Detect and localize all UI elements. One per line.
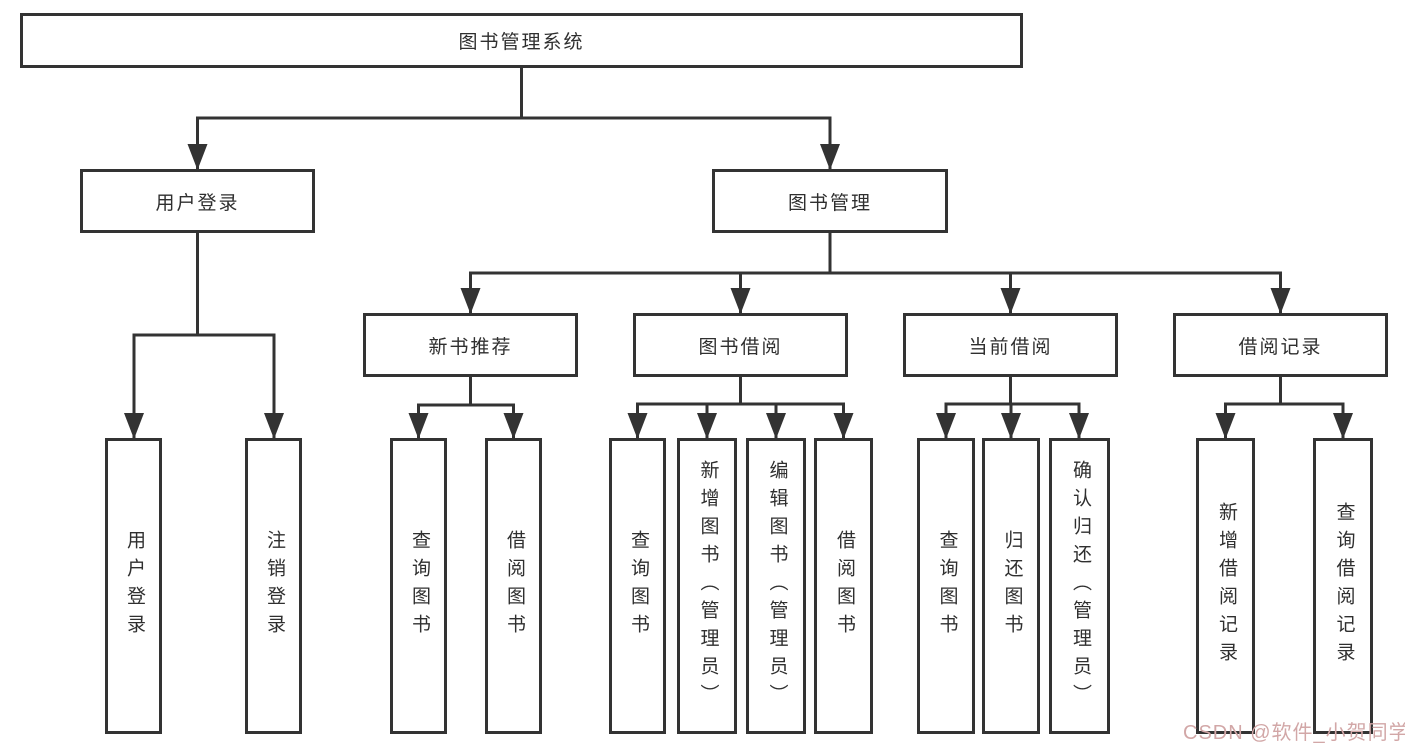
leaf-borrow-books: 借阅图书 (814, 438, 873, 734)
leaf-label: 借阅图书 (833, 530, 855, 642)
csdn-watermark: CSDN @软件_小贺同学 (1183, 722, 1405, 744)
leaf-label: 查询图书 (627, 530, 649, 642)
leaf-edit-book-admin: 编辑图书（管理员） (746, 438, 806, 734)
leaf-label: 注销登录 (263, 530, 285, 642)
leaf-label: 新增图书（管理员） (697, 460, 719, 712)
leaf-label: 编辑图书（管理员） (766, 460, 788, 712)
node-new-book-recommend: 新书推荐 (363, 313, 578, 377)
leaf-add-borrow-record: 新增借阅记录 (1196, 438, 1255, 734)
node-book-borrow: 图书借阅 (633, 313, 848, 377)
leaf-label: 借阅图书 (503, 530, 525, 642)
leaf-label: 新增借阅记录 (1215, 502, 1237, 670)
node-library-system: 图书管理系统 (20, 13, 1023, 68)
leaf-label: 查询借阅记录 (1333, 502, 1355, 670)
node-borrow-records: 借阅记录 (1173, 313, 1388, 377)
leaf-logout: 注销登录 (245, 438, 302, 734)
leaf-query-books-borrow: 查询图书 (609, 438, 666, 734)
node-user-login: 用户登录 (80, 169, 315, 233)
leaf-borrow-books-recommend: 借阅图书 (485, 438, 542, 734)
leaf-label: 查询图书 (936, 530, 958, 642)
leaf-label: 确认归还（管理员） (1069, 460, 1091, 712)
leaf-query-books-recommend: 查询图书 (390, 438, 447, 734)
leaf-query-books-current: 查询图书 (917, 438, 975, 734)
node-current-borrow: 当前借阅 (903, 313, 1118, 377)
leaf-label: 用户登录 (123, 530, 145, 642)
node-book-management: 图书管理 (712, 169, 948, 233)
leaf-return-book: 归还图书 (982, 438, 1040, 734)
leaf-user-login: 用户登录 (105, 438, 162, 734)
leaf-add-book-admin: 新增图书（管理员） (677, 438, 737, 734)
leaf-query-borrow-record: 查询借阅记录 (1313, 438, 1373, 734)
leaf-label: 查询图书 (408, 530, 430, 642)
leaf-confirm-return-admin: 确认归还（管理员） (1049, 438, 1110, 734)
leaf-label: 归还图书 (1001, 530, 1023, 642)
